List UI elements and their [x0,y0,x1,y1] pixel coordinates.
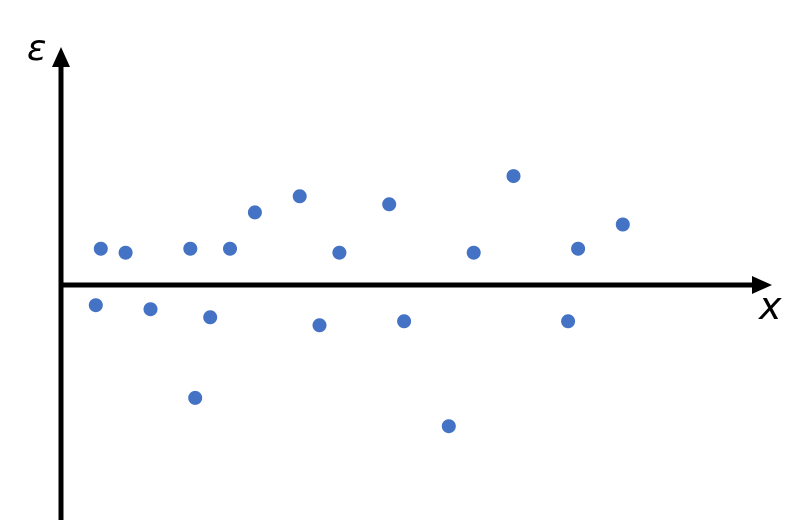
x-axis-arrowhead [752,276,772,294]
y-axis-label: ε [27,28,46,69]
data-point-11 [571,241,586,256]
data-point-6 [292,189,307,204]
data-point-3 [183,241,198,256]
data-point-4 [223,241,237,256]
data-point-14 [143,302,158,317]
data-point-1 [93,241,108,256]
data-point-17 [397,314,412,329]
data-point-18 [561,314,576,329]
data-point-2 [118,245,133,260]
data-point-12 [615,217,630,232]
data-point-7 [332,245,347,260]
data-point-20 [441,419,456,434]
data-point-5 [247,205,262,220]
x-axis-label: x [758,284,782,328]
points-layer [88,169,630,434]
data-point-8 [382,197,397,212]
data-point-19 [188,390,203,405]
data-point-16 [312,318,327,333]
data-point-10 [506,169,521,184]
data-point-9 [466,245,481,260]
data-point-15 [203,310,218,325]
y-axis-arrowhead [52,47,70,67]
data-point-13 [88,298,103,313]
